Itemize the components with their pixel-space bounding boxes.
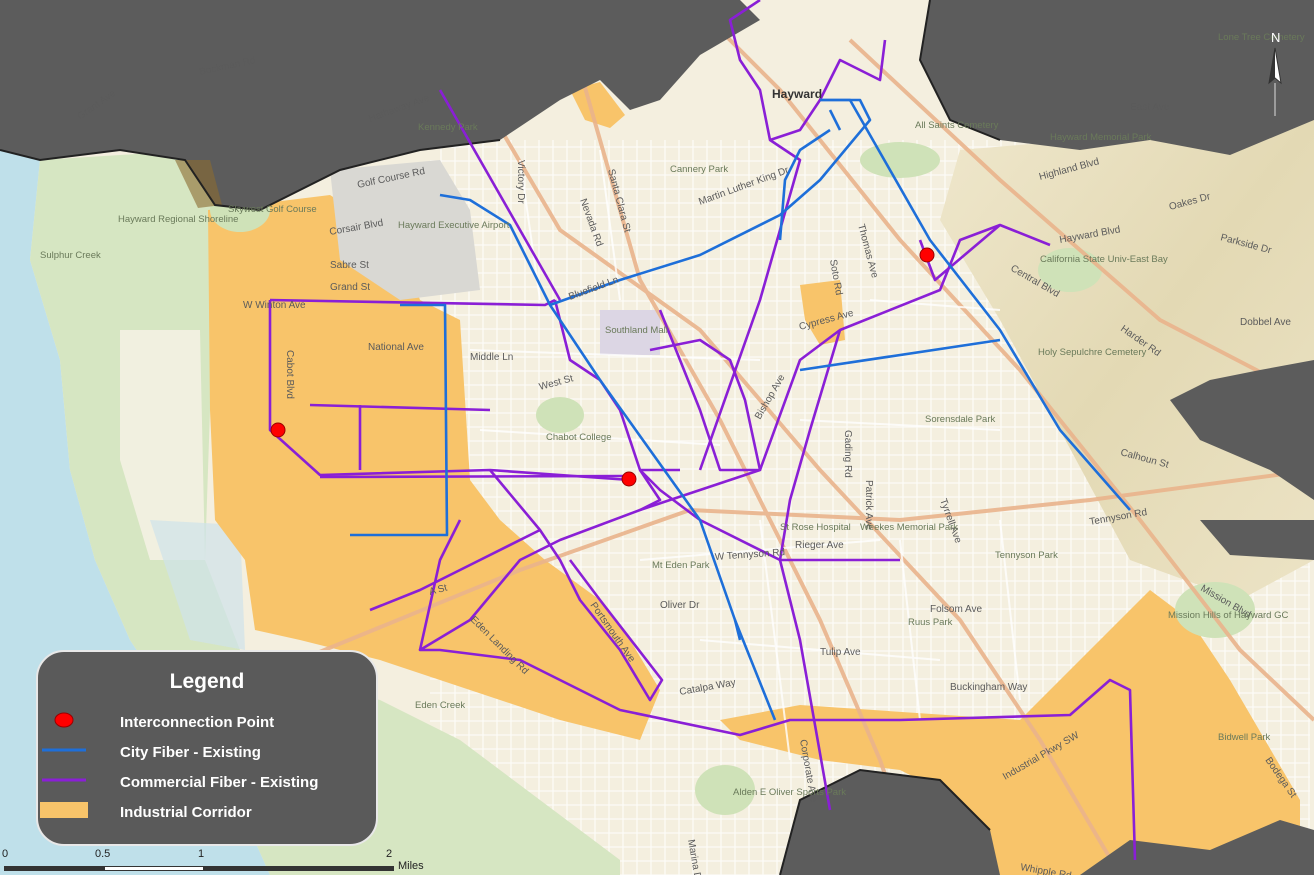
industrial-patch-north: [570, 82, 625, 128]
scale-segment: [204, 866, 394, 871]
masked-area-south: [780, 770, 1000, 875]
label-place: Bidwell Park: [1218, 732, 1271, 743]
legend-label: Commercial Fiber - Existing: [120, 774, 319, 791]
label-street: Cabot Blvd: [284, 350, 295, 399]
park-5: [1175, 582, 1255, 638]
label-street: A St: [428, 582, 449, 597]
label-city: Hayward: [772, 87, 822, 101]
masked-area-east-2: [1200, 520, 1314, 560]
salt-pond-2: [150, 520, 245, 650]
legend-item-industrial: Industrial Corridor: [38, 802, 376, 826]
label-street: Folsom Ave: [930, 604, 982, 615]
masked-area-northeast: [920, 0, 1314, 155]
label-street: Middle Ln: [470, 352, 513, 363]
scale-tick: 0: [2, 848, 9, 860]
legend-label: Interconnection Point: [120, 714, 275, 731]
park-4: [1038, 248, 1102, 292]
north-arrow: N: [1258, 28, 1292, 118]
label-place: All Saints Cemetery: [915, 120, 999, 131]
label-street: Oliver Dr: [660, 600, 700, 611]
legend-label: City Fiber - Existing: [120, 744, 261, 761]
label-street: Sabre St: [330, 260, 369, 271]
industrial-corridor-west: [208, 195, 660, 740]
legend-item-interconnection: Interconnection Point: [38, 712, 376, 736]
label-place: Hayward Executive Airport: [398, 220, 510, 231]
scale-segment: [4, 866, 104, 871]
legend-title: Legend: [169, 670, 245, 693]
label-place: Holy Sepulchre Cemetery: [1038, 347, 1146, 358]
orange-fill-icon: [40, 802, 88, 818]
red-dot-icon: [54, 712, 74, 728]
interconnection-points: [270, 247, 935, 487]
masked-area-east: [1170, 360, 1314, 500]
label-street: Grand St: [330, 282, 370, 293]
interconnection-point[interactable]: [919, 247, 935, 263]
scale-bar: 0 0.5 1 2 Miles: [0, 848, 460, 875]
label-place: Chabot College: [546, 432, 612, 443]
masked-area-north: [0, 0, 760, 210]
label-place: Lone Tree Cemetery: [1218, 32, 1305, 43]
label-place: Ruus Park: [908, 617, 953, 628]
park-2: [536, 397, 584, 433]
label-place: Kennedy Park: [418, 122, 478, 133]
label-street: National Ave: [368, 342, 424, 353]
scale-unit: Miles: [398, 860, 424, 872]
label-place: Sulphur Creek: [40, 250, 101, 261]
scale-segment: [104, 866, 204, 871]
legend-panel: Legend Interconnection Point City Fiber …: [36, 650, 378, 846]
interconnection-point[interactable]: [621, 471, 637, 487]
purple-line-icon: [42, 778, 86, 782]
label-place: Mt Eden Park: [652, 560, 710, 571]
blue-line-icon: [42, 748, 86, 752]
label-street: Rieger Ave: [795, 540, 844, 551]
scale-tick: 0.5: [95, 848, 111, 860]
masked-boundary-lines: [0, 0, 1001, 875]
label-place: Tennyson Park: [995, 550, 1058, 561]
label-street: Buckingham Way: [950, 682, 1027, 693]
label-street: Dobbel Ave: [1240, 317, 1291, 328]
masked-area-southeast: [1080, 820, 1314, 875]
label-place: Alden E Oliver Sports Park: [733, 787, 846, 798]
label-street: Patrick Ave: [863, 480, 874, 530]
label-place: Weekes Memorial Park: [860, 522, 958, 533]
industrial-corridor-south: [720, 590, 1300, 875]
city-fiber-lines: [350, 98, 1131, 721]
scale-tick: 2: [386, 848, 393, 860]
label-street: Gading Rd: [842, 430, 853, 478]
masked-patch: [175, 160, 222, 208]
label-place: Eden Creek: [415, 700, 465, 711]
label-street: W Tennyson Rd: [714, 547, 785, 563]
scale-tick: 1: [198, 848, 205, 860]
north-label: N: [1271, 30, 1280, 45]
label-place: Skywest Golf Course: [228, 204, 317, 215]
interconnection-point[interactable]: [270, 422, 286, 438]
label-place: Hayward Memorial Park: [1050, 132, 1152, 143]
label-place: Mission Hills of Hayward GC: [1168, 610, 1288, 621]
legend-item-commercial-fiber: Commercial Fiber - Existing: [38, 772, 376, 796]
east-hills: [940, 120, 1314, 600]
label-place: California State Univ-East Bay: [1040, 254, 1168, 265]
label-place: Cannery Park: [670, 164, 728, 175]
industrial-patch-mid: [800, 280, 845, 345]
legend-item-city-fiber: City Fiber - Existing: [38, 742, 376, 766]
mall: [600, 310, 660, 355]
label-place: St Rose Hospital: [780, 522, 851, 533]
park-6: [695, 765, 755, 815]
label-place: Southland Mall: [605, 325, 668, 336]
park-3: [860, 142, 940, 178]
label-street: W Winton Ave: [243, 300, 306, 311]
label-street: Victory Dr: [515, 160, 526, 204]
legend-label: Industrial Corridor: [120, 804, 252, 821]
label-street: Tulip Ave: [820, 647, 861, 658]
label-place: Sorensdale Park: [925, 414, 995, 425]
label-place: Hayward Regional Shoreline: [118, 214, 238, 225]
salt-pond: [120, 330, 205, 560]
label-street: East Ave: [1130, 102, 1170, 113]
